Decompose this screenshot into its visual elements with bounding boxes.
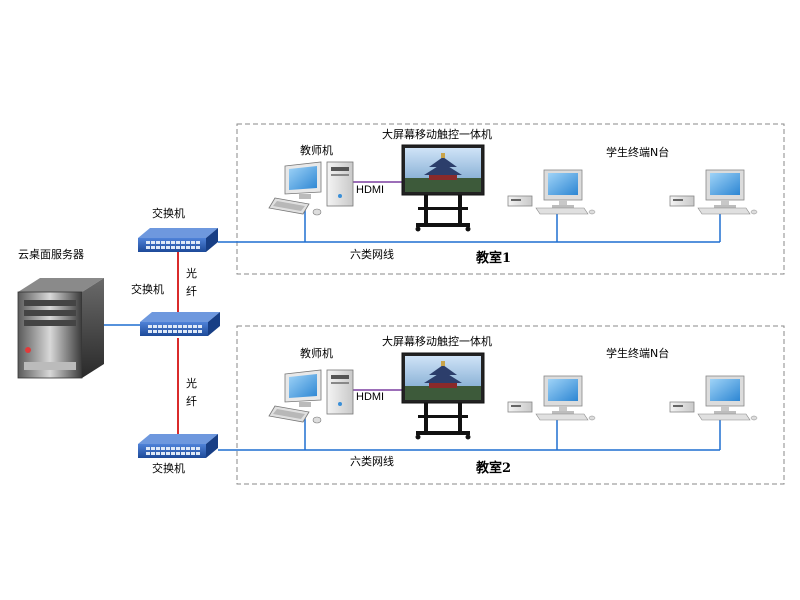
students-1-label: 学生终端N台	[606, 145, 669, 159]
screen-1-label: 大屏幕移动触控一体机	[382, 127, 492, 141]
tower-server-icon	[17, 278, 104, 379]
cable-2-label: 六类网线	[350, 454, 394, 468]
teacher-pc-1-icon	[268, 161, 354, 216]
teacher-2-label: 教师机	[300, 346, 333, 360]
student-pc-1a-icon	[507, 169, 596, 215]
classroom-2-border	[236, 325, 785, 485]
fiber-lower-label-1: 光	[186, 376, 197, 390]
teacher-1-label: 教师机	[300, 143, 333, 157]
students-2-label: 学生终端N台	[606, 346, 669, 360]
teacher-pc-2-icon	[268, 369, 354, 424]
classroom-1-border	[236, 123, 785, 275]
student-pc-2b-icon	[669, 375, 758, 421]
fiber-upper-label-2: 纤	[186, 285, 197, 298]
student-pc-2a-icon	[507, 375, 596, 421]
switch-bottom-label: 交换机	[152, 461, 185, 475]
fiber-lower-label-2: 纤	[186, 395, 197, 408]
classroom-1-name: 教室1	[475, 250, 511, 266]
switch-middle-label: 交换机	[131, 282, 164, 296]
screen-2-label: 大屏幕移动触控一体机	[382, 334, 492, 348]
touch-screen-2-icon	[401, 352, 485, 440]
switch-bottom-icon	[138, 434, 218, 458]
hdmi-2-label: HDMI	[356, 391, 384, 403]
classroom-2-name: 教室2	[475, 460, 511, 476]
switch-top-icon	[138, 228, 218, 252]
student-pc-1b-icon	[669, 169, 758, 215]
hdmi-1-label: HDMI	[356, 184, 384, 196]
touch-screen-1-icon	[401, 144, 485, 232]
cable-1-label: 六类网线	[350, 247, 394, 261]
server-label: 云桌面服务器	[18, 248, 84, 261]
switch-middle-icon	[140, 312, 220, 336]
switch-top-label: 交换机	[152, 206, 185, 220]
fiber-upper-label-1: 光	[186, 266, 197, 280]
